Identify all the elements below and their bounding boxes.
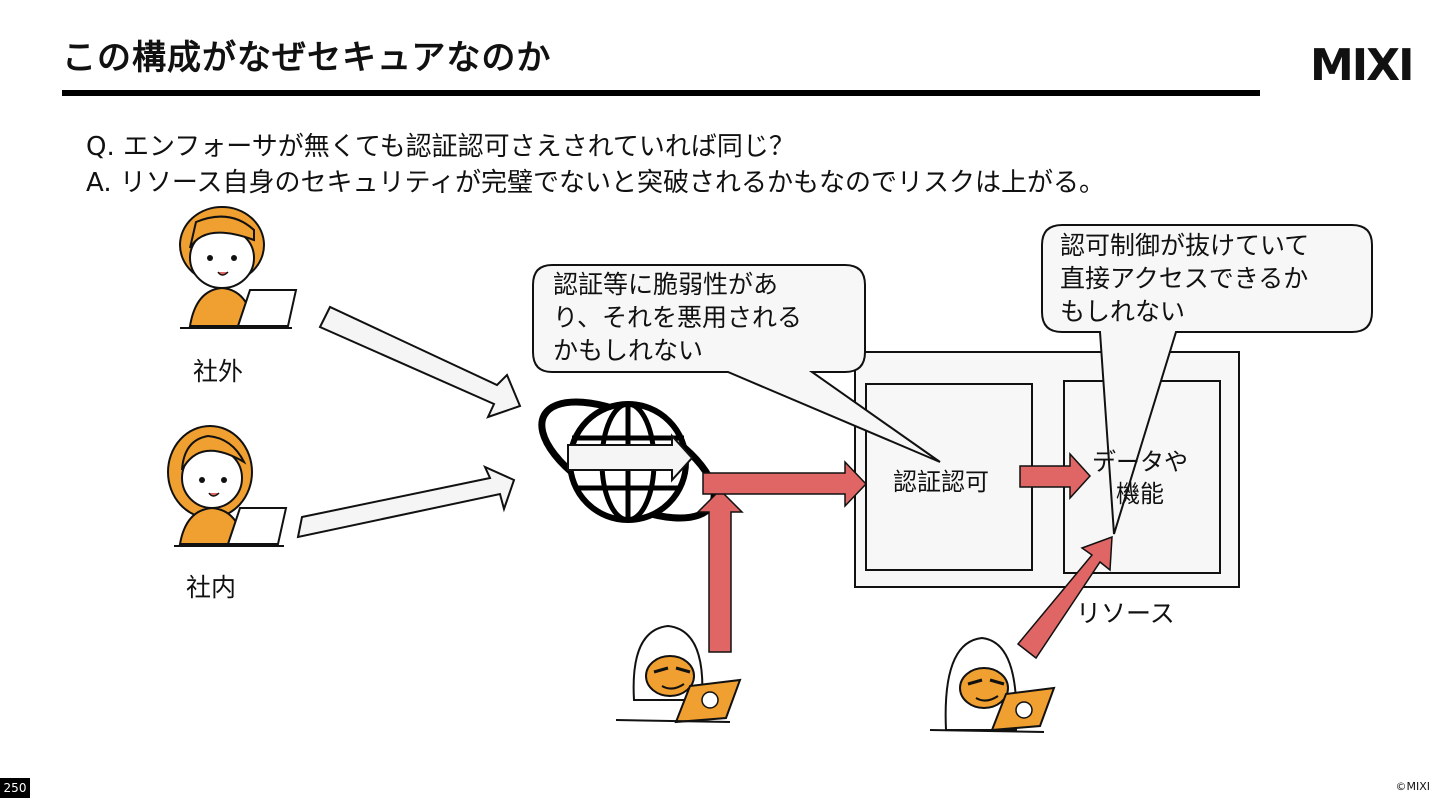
brand-logo: MIXI (1310, 40, 1414, 91)
auth-box-label: 認証認可 (893, 468, 989, 496)
auth-box (865, 383, 1033, 571)
hacker-icon (615, 624, 742, 724)
data-box-line: データや (1092, 448, 1188, 476)
inside-label: 社内 (186, 573, 237, 602)
title-divider (62, 90, 1260, 96)
right-bubble-text: 認可制御が抜けていて 直接アクセスできるか もしれない (1060, 229, 1309, 328)
hacker-icon (929, 636, 1056, 733)
data-box-label: データや 機能 (1092, 446, 1188, 510)
right-bubble-line: 認可制御が抜けていて (1060, 231, 1310, 260)
globe-icon (538, 398, 718, 523)
left-bubble-line: り、それを悪用される (553, 303, 803, 332)
answer-text: A. リソース自身のセキュリティが完璧でないと突破されるかもなのでリスクは上がる… (86, 168, 1105, 198)
right-bubble-line: もしれない (1060, 297, 1186, 326)
person-outside-icon (179, 206, 298, 329)
right-bubble-line: 直接アクセスできるか (1060, 264, 1309, 293)
attack-arrow-vertical (696, 488, 744, 653)
left-bubble-line: かもしれない (553, 336, 704, 365)
data-box-line: 機能 (1116, 480, 1164, 508)
left-bubble-line: 認証等に脆弱性があ (553, 270, 779, 299)
person-inside-icon (167, 425, 288, 547)
attack-arrow-to-auth (702, 460, 868, 508)
page-number: 250 (0, 778, 30, 798)
inside-arrow (296, 465, 516, 539)
resource-label: リソース (1076, 599, 1175, 628)
outside-label: 社外 (193, 357, 244, 386)
question-text: Q. エンフォーサが無くても認証認可さえされていれば同じ？ (86, 132, 795, 162)
left-bubble-text: 認証等に脆弱性があ り、それを悪用される かもしれない (553, 268, 802, 367)
right-speech-bubble (1041, 224, 1373, 535)
auth-to-data-arrow (1019, 452, 1092, 500)
outside-arrow (318, 305, 522, 419)
copyright: ©MIXI (1395, 780, 1430, 793)
attack-arrow-direct (1016, 535, 1113, 660)
page-title: この構成がなぜセキュアなのか (62, 38, 552, 78)
left-speech-bubble (532, 264, 941, 463)
